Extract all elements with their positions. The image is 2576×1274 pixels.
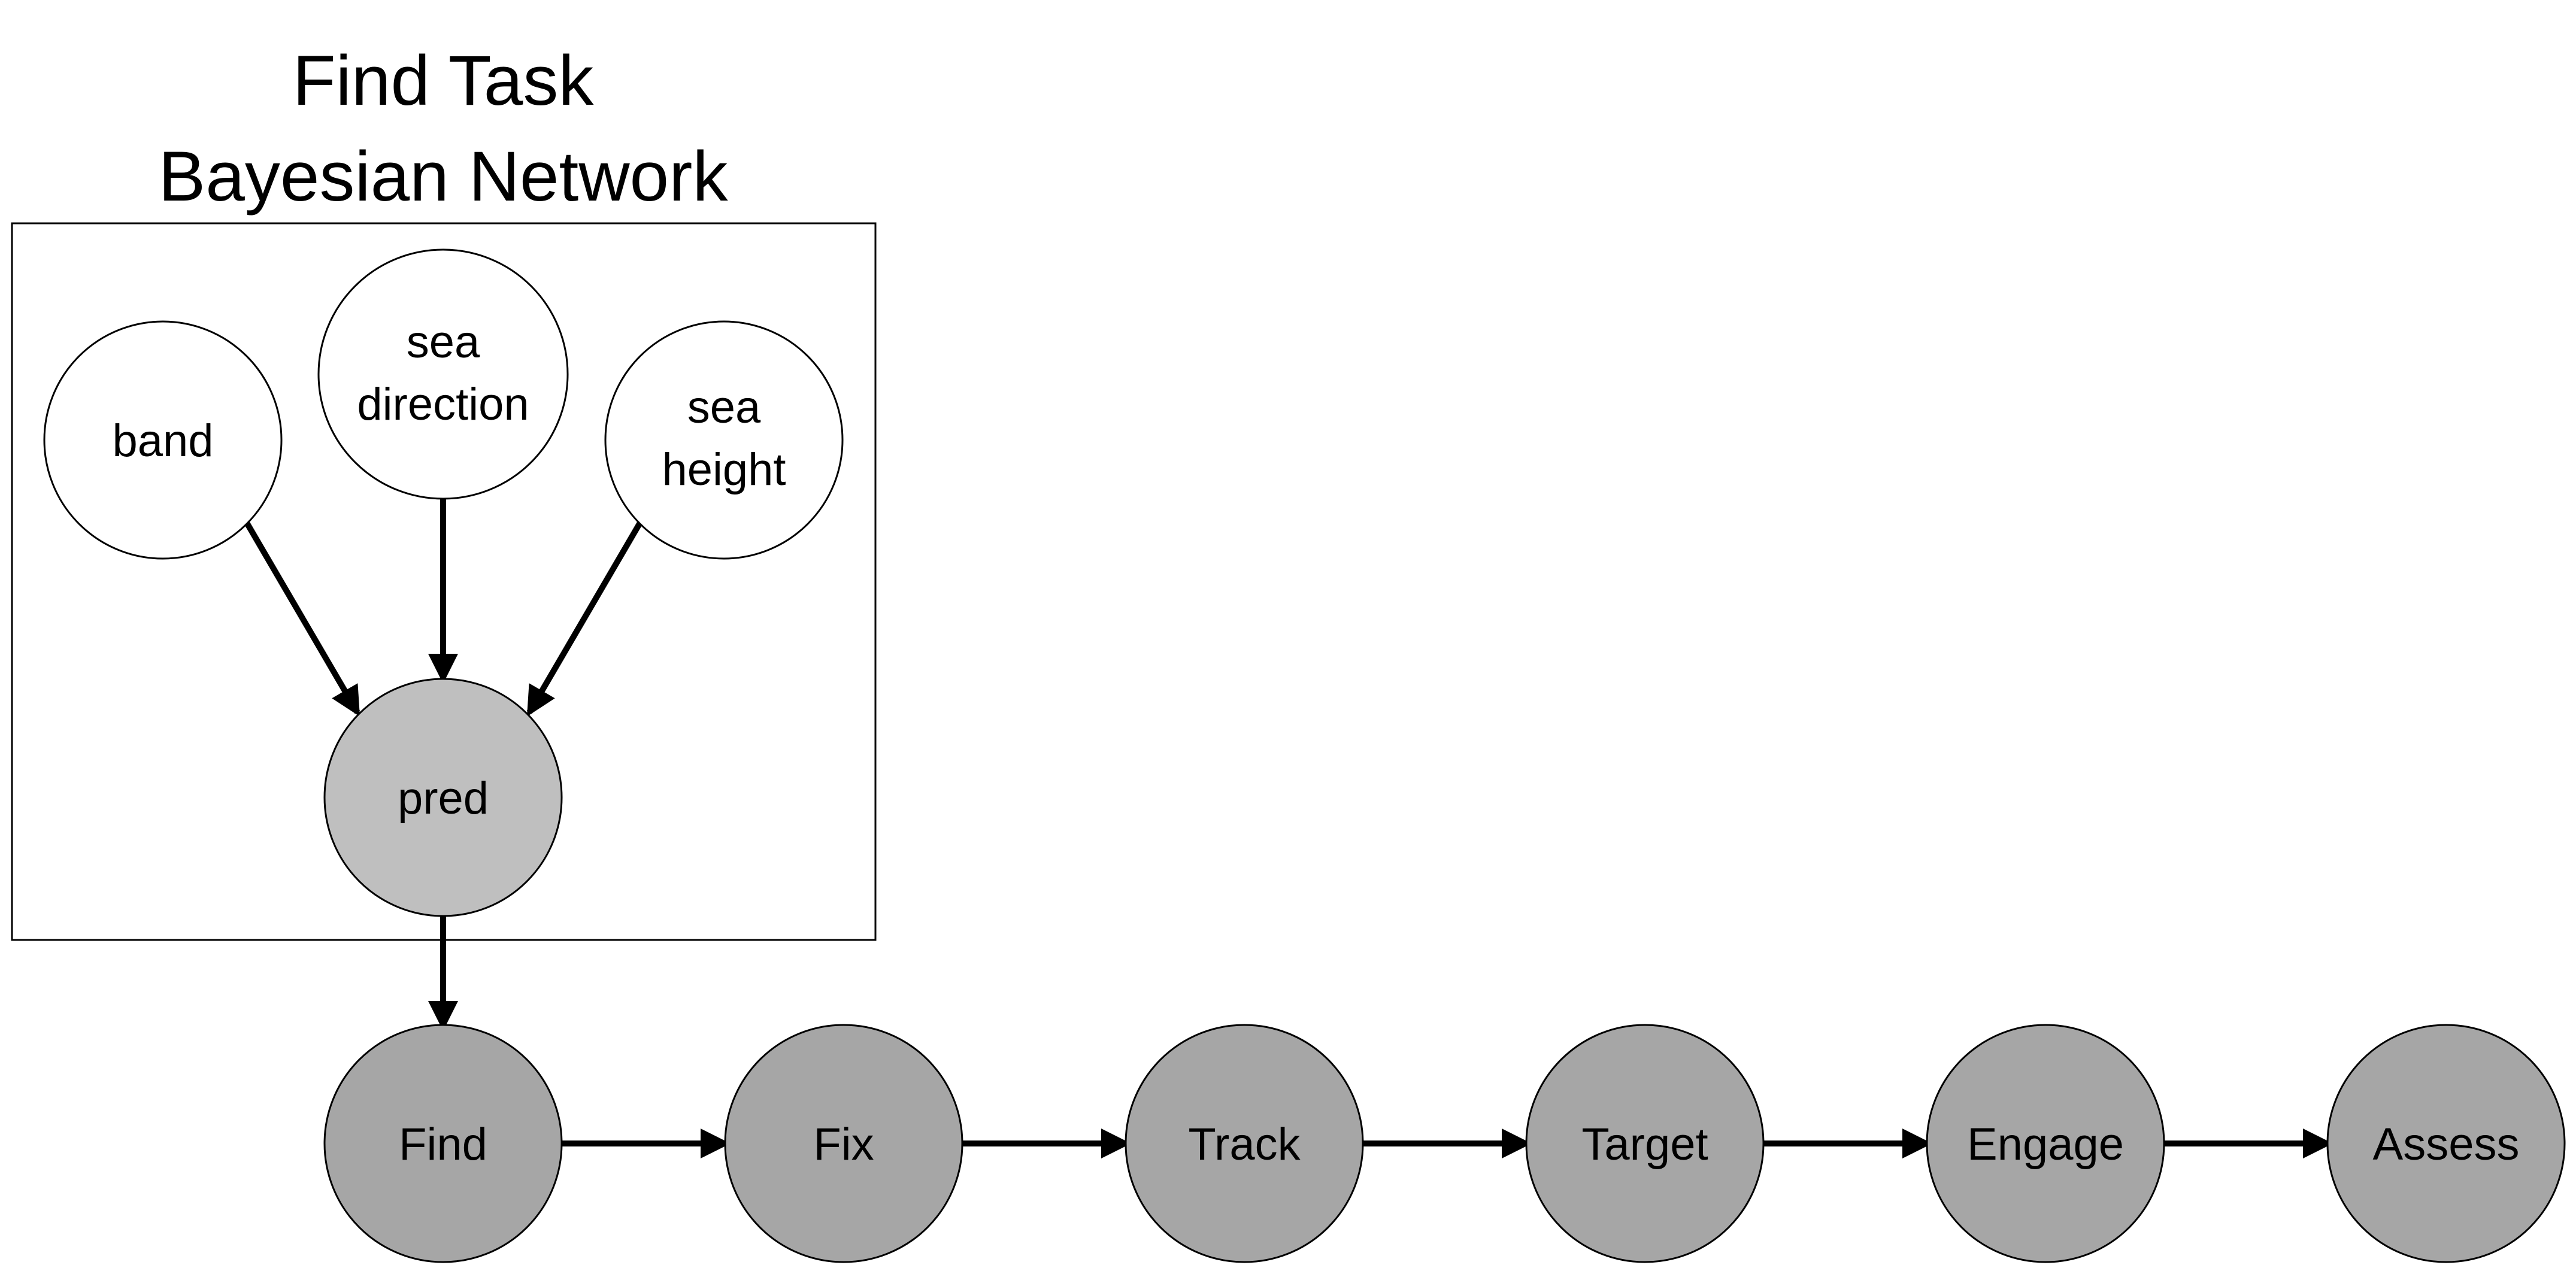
edge-sea-height-to-pred xyxy=(526,521,643,717)
node-pred-circle xyxy=(323,678,563,917)
node-sea-height-label-line-2: height xyxy=(662,444,786,495)
node-sea-direction-label-line-2: direction xyxy=(357,379,529,430)
node-band-circle xyxy=(43,320,283,560)
node-track-label: Track xyxy=(1188,1119,1301,1170)
node-track: Track xyxy=(1125,1024,1364,1263)
node-assess-circle xyxy=(2326,1024,2566,1263)
node-assess-label: Assess xyxy=(2373,1119,2520,1170)
node-fix-label: Fix xyxy=(813,1119,874,1170)
node-sea-height-circle xyxy=(604,320,844,560)
title-line-1: Find Task xyxy=(293,41,595,120)
title-line-2: Bayesian Network xyxy=(159,137,729,216)
node-band-label: band xyxy=(112,415,213,466)
node-engage: Engage xyxy=(1926,1024,2165,1263)
node-engage-label: Engage xyxy=(1967,1119,2124,1170)
edge-band-to-pred xyxy=(244,521,360,717)
node-engage-circle xyxy=(1926,1024,2165,1263)
node-target-label: Target xyxy=(1581,1119,1708,1170)
node-find-circle xyxy=(323,1024,563,1263)
node-sea-height-label-line-1: sea xyxy=(687,382,761,433)
node-track-circle xyxy=(1125,1024,1364,1263)
node-pred-label: pred xyxy=(398,773,489,824)
node-sea-direction-label-line-1: sea xyxy=(407,317,480,368)
node-target: Target xyxy=(1525,1024,1765,1263)
node-fix-circle xyxy=(724,1024,963,1263)
node-sea-direction: sea direction xyxy=(317,248,569,500)
node-target-circle xyxy=(1525,1024,1765,1263)
node-sea-direction-circle xyxy=(317,248,569,500)
node-fix: Fix xyxy=(724,1024,963,1263)
node-assess: Assess xyxy=(2326,1024,2566,1263)
node-sea-height: sea height xyxy=(604,320,844,560)
node-band: band xyxy=(43,320,283,560)
node-find-label: Find xyxy=(399,1119,487,1170)
node-pred: pred xyxy=(323,678,563,917)
node-find: Find xyxy=(323,1024,563,1263)
